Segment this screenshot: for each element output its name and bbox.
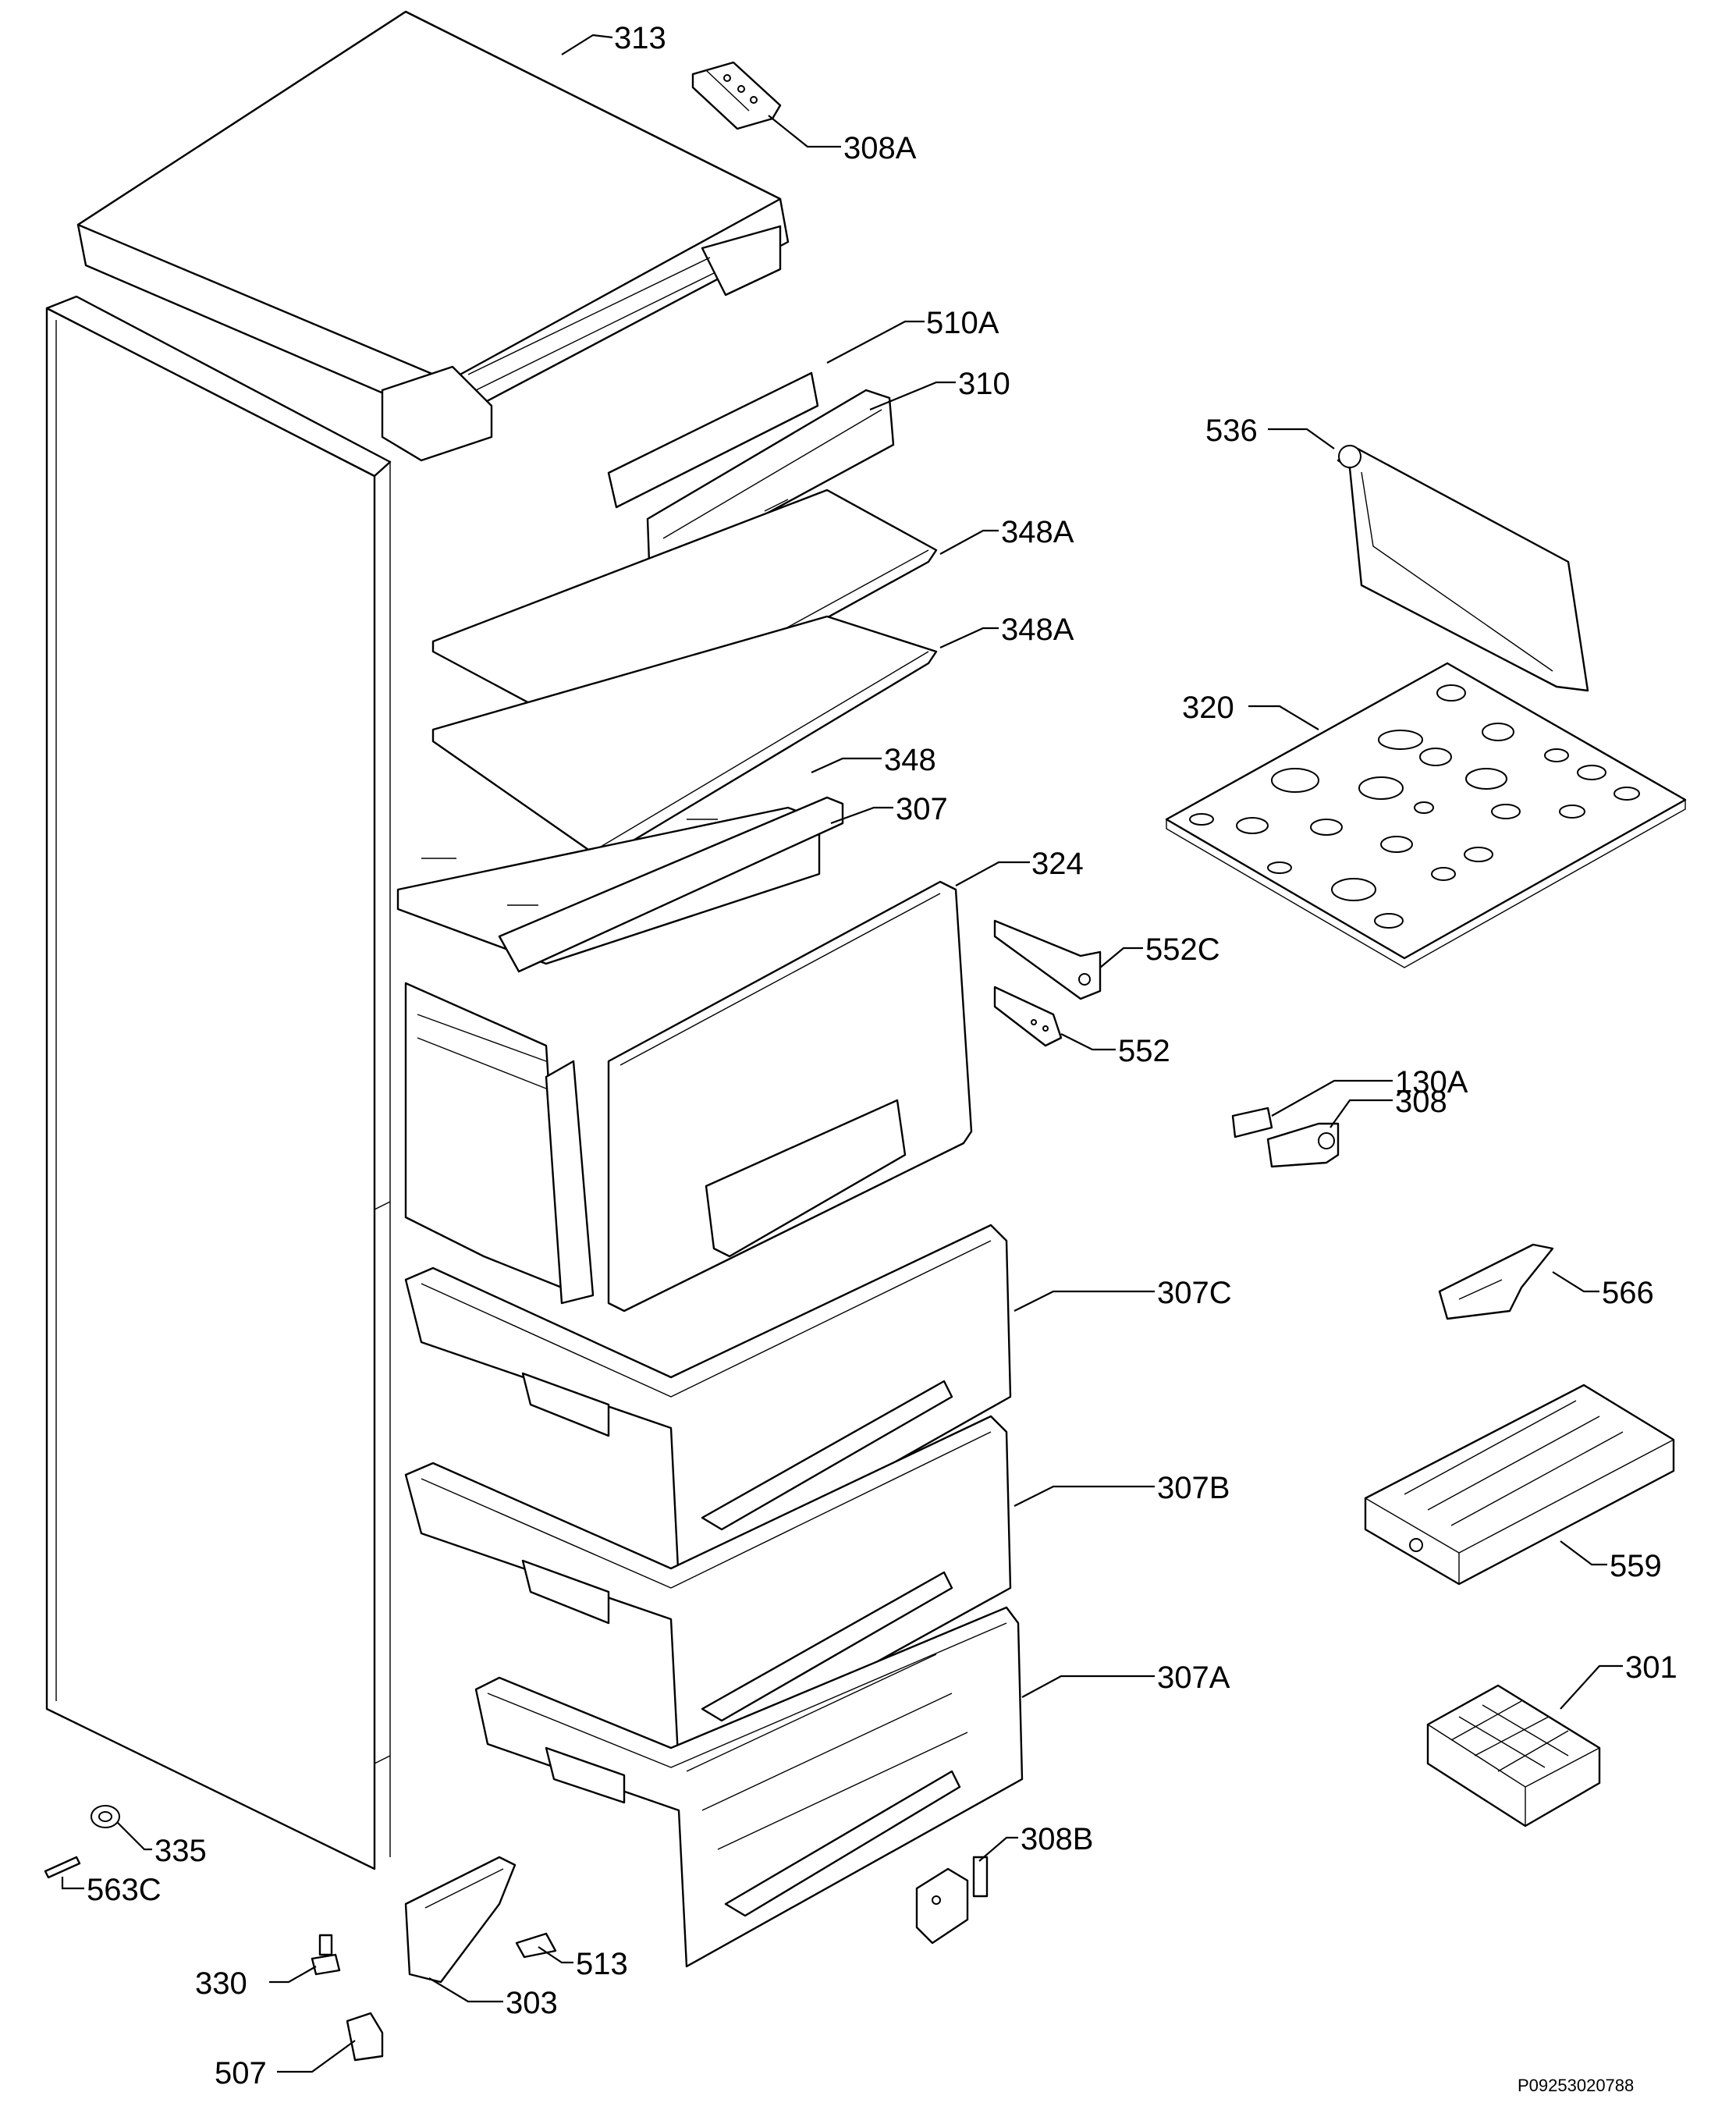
drawer-top-part (404, 1224, 1012, 1586)
foot-part (91, 1805, 120, 1828)
rail-part (993, 986, 1063, 1047)
callout-labels: 313 308A 510A 310 536 348A 348A 320 348 … (87, 21, 1677, 2095)
callout-563c: 563C (87, 1873, 162, 1907)
plinth-part (404, 1856, 517, 1984)
callout-330: 330 (195, 1966, 247, 2001)
callout-348a-upper: 348A (1001, 515, 1074, 549)
callout-536: 536 (1205, 414, 1258, 448)
callout-308: 308 (1395, 1085, 1447, 1119)
callout-307c: 307C (1157, 1276, 1232, 1310)
ice-scraper-part (1438, 1243, 1554, 1320)
cold-accumulator-part (1364, 1384, 1675, 1586)
callout-513: 513 (576, 1947, 628, 1981)
callout-510a: 510A (926, 306, 999, 340)
pin-part (44, 1856, 81, 1879)
hinge-plate-part (1231, 1107, 1273, 1138)
rail-guide-part (993, 919, 1102, 1000)
hinge-middle-part (1266, 1122, 1340, 1168)
leader-lines (61, 34, 1623, 2073)
freezer-shelf-part (1165, 662, 1687, 968)
callout-310: 310 (958, 367, 1010, 401)
callout-552c: 552C (1145, 932, 1220, 967)
callout-348: 348 (884, 743, 936, 777)
callout-324: 324 (1031, 847, 1084, 881)
drawer-middle-part (404, 1415, 1012, 1773)
callout-348a-lower: 348A (1001, 613, 1074, 647)
callout-303: 303 (506, 1986, 558, 2020)
callout-308b: 308B (1021, 1822, 1093, 1856)
callout-308a: 308A (843, 131, 917, 165)
callout-130a: 130A (1395, 1065, 1468, 1099)
callout-566: 566 (1602, 1276, 1654, 1310)
clip-part (346, 2012, 384, 2062)
freezer-flap-part (607, 880, 973, 1313)
hinge-top-part (691, 61, 782, 130)
strip-part (607, 371, 819, 509)
drawer-bottom-part (474, 1606, 1024, 1968)
callout-301: 301 (1625, 1650, 1677, 1685)
callout-307: 307 (896, 792, 948, 826)
ice-tray-part (1426, 1684, 1601, 1828)
callout-320: 320 (1182, 691, 1234, 725)
callout-552: 552 (1118, 1034, 1170, 1068)
reference-code: P09253020788 (1518, 2076, 1634, 2095)
hinge-bottom-part (915, 1856, 989, 1945)
freezer-compartment-part (396, 796, 844, 1305)
callout-313: 313 (614, 21, 666, 55)
callout-307b: 307B (1157, 1471, 1230, 1505)
callout-507: 507 (215, 2056, 267, 2090)
leveling-foot-part (311, 1934, 341, 1976)
top-cover-part (76, 10, 790, 462)
callout-307a: 307A (1157, 1661, 1230, 1695)
cabinet-body (45, 295, 392, 1870)
callout-335: 335 (154, 1834, 207, 1868)
divider-part (1337, 445, 1589, 692)
callout-559: 559 (1610, 1549, 1662, 1583)
